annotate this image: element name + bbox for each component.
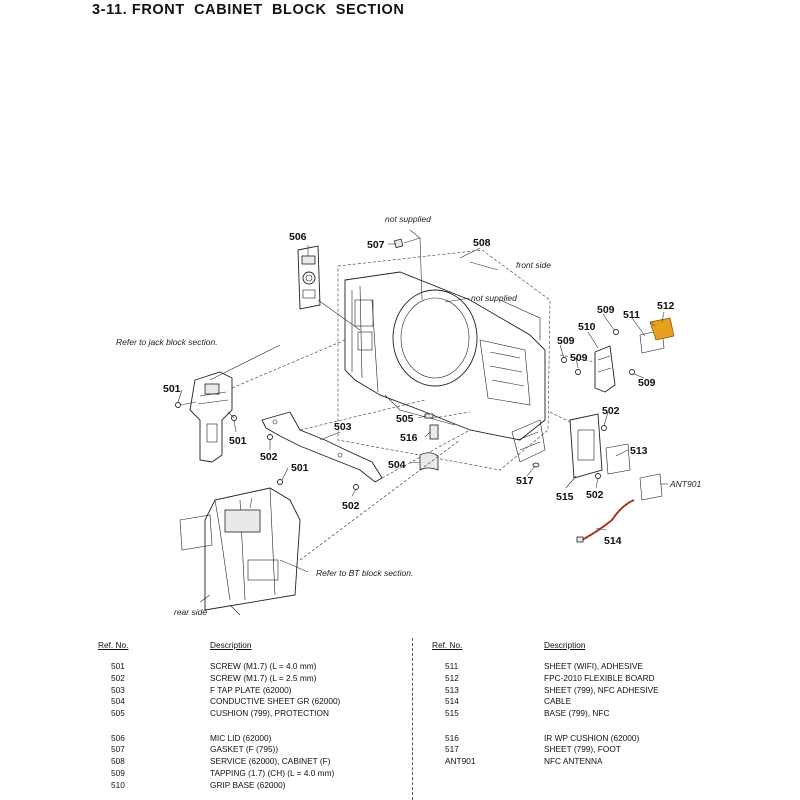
cable-514-drawing <box>576 499 635 543</box>
front-cabinet-drawing <box>337 249 551 471</box>
label-517: 517 <box>516 475 534 487</box>
ref-number: 509 <box>111 767 125 778</box>
part-description: SERVICE (62000), CABINET (F) <box>210 756 331 767</box>
label-503: 503 <box>334 421 352 433</box>
part-description: F TAP PLATE (62000) <box>210 684 292 695</box>
label-504: 504 <box>388 459 406 471</box>
label-502-c: 502 <box>602 405 620 417</box>
ref-number: 510 <box>111 779 125 790</box>
ref-number: 512 <box>445 672 459 683</box>
fpc-512-drawing <box>649 317 675 341</box>
part-description: SCREW (M1.7) (L = 4.0 mm) <box>210 661 317 671</box>
label-507: 507 <box>367 239 385 251</box>
exploded-view-diagram: not supplied not supplied front side rea… <box>116 214 701 617</box>
part-description: MIC LID (62000) <box>210 732 272 743</box>
part-description: CABLE <box>544 696 572 707</box>
parts-table-right: Ref. No. Description 511 SHEET (WIFI), AD… <box>432 640 752 800</box>
part-description: SHEET (799), NFC ADHESIVE <box>544 684 659 695</box>
jack-block-drawing <box>175 339 346 463</box>
ref-number: 511 <box>445 661 459 671</box>
label-505: 505 <box>396 413 414 425</box>
mic-lid-506-drawing <box>297 245 361 331</box>
part-description: FPC-2010 FLEXIBLE BOARD <box>544 672 655 683</box>
description-header: Description <box>544 640 586 650</box>
label-509-c: 509 <box>597 304 615 316</box>
note-not-supplied-top: not supplied <box>385 214 431 224</box>
ref-no-header: Ref. No. <box>432 640 463 650</box>
label-509-b: 509 <box>570 352 588 364</box>
note-front-side: front side <box>516 260 551 270</box>
label-512: 512 <box>657 300 675 312</box>
ref-no-header: Ref. No. <box>98 640 129 650</box>
label-501-b: 501 <box>229 435 247 447</box>
ref-number: 502 <box>111 672 125 683</box>
note-refer-jack-block: Refer to jack block section. <box>116 337 218 347</box>
screws-509-drawing <box>561 329 635 375</box>
ref-number: 515 <box>445 708 459 719</box>
bt-block-drawing <box>179 439 461 616</box>
part-description: SHEET (799), FOOT <box>544 744 621 755</box>
label-506: 506 <box>289 231 307 243</box>
part-description: BASE (799), NFC <box>544 708 610 719</box>
label-502-d: 502 <box>586 489 604 501</box>
label-ant901: ANT901 <box>669 479 701 489</box>
label-516: 516 <box>400 432 418 444</box>
note-rear-side: rear side <box>174 607 207 617</box>
part-description: GRIP BASE (62000) <box>210 779 286 790</box>
part-description: TAPPING (1.7) (CH) (L = 4.0 mm) <box>210 767 335 778</box>
ref-number: 507 <box>111 744 125 755</box>
gasket-507-drawing <box>393 229 423 301</box>
ref-number: 508 <box>111 756 125 767</box>
part-description: CUSHION (799), PROTECTION <box>210 708 329 719</box>
label-514: 514 <box>604 535 622 547</box>
part-description: CONDUCTIVE SHEET GR (62000) <box>210 696 341 707</box>
note-refer-bt-block: Refer to BT block section. <box>316 568 413 578</box>
label-508: 508 <box>473 237 491 249</box>
ref-number: 506 <box>111 732 125 743</box>
label-513: 513 <box>630 445 648 457</box>
label-515: 515 <box>556 491 574 503</box>
leader-lines <box>177 243 668 603</box>
ref-number: 517 <box>445 744 459 755</box>
nfc-base-515-drawing <box>549 411 607 479</box>
ref-number: 501 <box>111 661 125 671</box>
label-509-a: 509 <box>557 335 575 347</box>
conductive-sheet-504-drawing <box>419 452 439 471</box>
ref-number: 505 <box>111 708 125 719</box>
label-510: 510 <box>578 321 596 333</box>
label-501-c: 501 <box>291 462 309 474</box>
ref-number: 504 <box>111 696 125 707</box>
description-header: Description <box>210 640 252 650</box>
table-divider <box>412 638 413 800</box>
ref-number: 516 <box>445 732 459 743</box>
ref-number: 513 <box>445 684 459 695</box>
label-502-a: 502 <box>260 451 278 463</box>
label-502-b: 502 <box>342 500 360 512</box>
part-description: NFC ANTENNA <box>544 756 603 767</box>
ref-number: 503 <box>111 684 125 695</box>
nfc-antenna-ant901-drawing <box>639 473 663 501</box>
page-title: 3-11. FRONT CABINET BLOCK SECTION <box>92 2 405 18</box>
note-not-supplied-mid: not supplied <box>471 293 517 303</box>
part-description: GASKET (F (795)) <box>210 744 279 755</box>
ref-number: 514 <box>445 696 459 707</box>
label-511: 511 <box>623 309 640 321</box>
part-description: SCREW (M1.7) (L = 2.5 mm) <box>210 672 317 683</box>
label-509-d: 509 <box>638 377 656 389</box>
label-501-a: 501 <box>163 383 181 395</box>
foot-sheet-517-drawing <box>511 419 546 468</box>
grip-base-510-drawing <box>559 345 616 393</box>
part-description: IR WP CUSHION (62000) <box>544 732 640 743</box>
ref-number: ANT901 <box>445 756 476 767</box>
nfc-sheet-513-drawing <box>605 443 631 475</box>
part-description: SHEET (WIFI), ADHESIVE <box>544 661 643 671</box>
